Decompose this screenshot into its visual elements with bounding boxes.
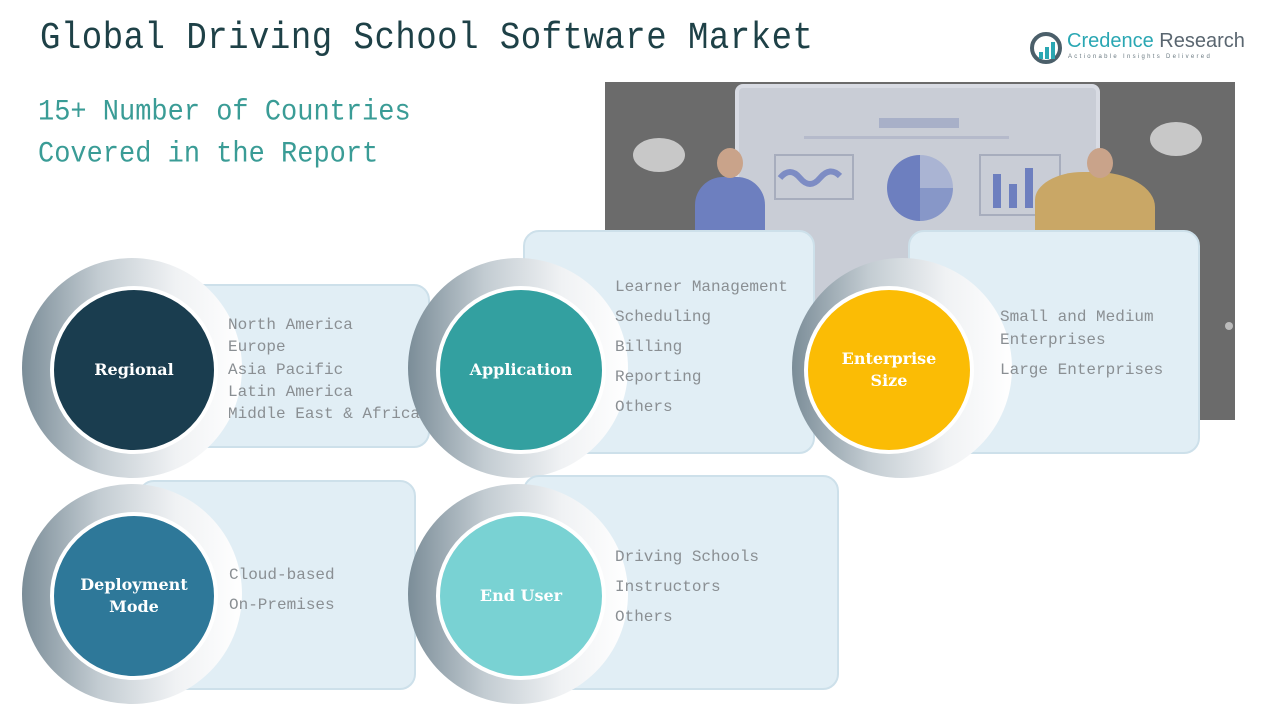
list-item: Large Enterprises	[1000, 361, 1164, 379]
speech-bubble-icon	[1150, 122, 1202, 156]
list-item: Instructors	[615, 578, 721, 596]
list-item: Others	[615, 398, 673, 416]
credence-research-logo: Credence Research Actionable Insights De…	[1030, 30, 1245, 66]
list-item: Others	[615, 608, 673, 626]
list-item: Scheduling	[615, 308, 712, 326]
regional-label: Regional	[94, 360, 174, 379]
deployment-mode-list: Cloud-based On-Premises	[229, 560, 335, 620]
end-user-label: End User	[479, 586, 563, 605]
list-item: Asia Pacific	[228, 360, 344, 379]
logo-wordmark: Credence Research	[1067, 30, 1245, 52]
list-item: Billing	[615, 338, 683, 356]
bar-chart-icon	[1039, 41, 1057, 59]
pie-chart-icon	[887, 155, 953, 221]
application-label: Application	[469, 360, 573, 379]
countries-covered-heading: 15+ Number of Countries Covered in the R…	[38, 92, 411, 176]
application-list: Learner Management Scheduling Billing Re…	[615, 272, 788, 422]
list-item: Latin America	[228, 382, 353, 401]
presenter-right-head	[1087, 148, 1113, 178]
enterprise-size-list: Small and Medium Enterprises Large Enter…	[1000, 306, 1163, 382]
application-disc: Application	[436, 286, 606, 454]
page-title: Global Driving School Software Market	[40, 18, 814, 61]
list-item: Enterprises	[1000, 331, 1106, 349]
line-chart-icon	[774, 154, 854, 200]
regional-disc: Regional	[50, 286, 218, 454]
logo-magnifier-icon	[1030, 32, 1062, 64]
list-item: Small and Medium	[1000, 308, 1154, 326]
list-item: Learner Management	[615, 278, 788, 296]
subtitle-line-1: 15+ Number of Countries	[38, 96, 411, 130]
list-item: Reporting	[615, 368, 702, 386]
list-item: North America	[228, 316, 353, 334]
list-item: Middle East & Africa	[228, 405, 421, 424]
logo-tagline: Actionable Insights Delivered	[1068, 54, 1213, 60]
list-item: Europe	[228, 338, 286, 357]
presenter-left-head	[717, 148, 743, 178]
list-item: On-Premises	[229, 596, 335, 614]
end-user-list: Driving Schools Instructors Others	[615, 542, 759, 632]
subtitle-line-2: Covered in the Report	[38, 138, 379, 172]
list-item: Cloud-based	[229, 566, 335, 584]
end-user-disc: End User	[436, 512, 606, 680]
speech-bubble-icon	[633, 138, 685, 172]
regional-list: North America Europe Asia Pacific Latin …	[228, 314, 420, 425]
list-item: Driving Schools	[615, 548, 760, 566]
